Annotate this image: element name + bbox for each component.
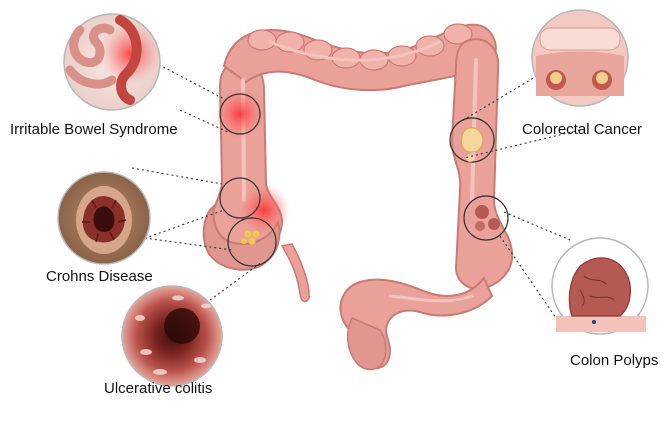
appendix — [282, 244, 309, 301]
label-colorectal-cancer: Colorectal Cancer — [522, 121, 642, 139]
crohns-inset — [58, 172, 150, 264]
label-ulcerative-colitis: Ulcerative colitis — [104, 380, 212, 398]
ibs-inset — [64, 14, 160, 110]
descending-colon — [452, 39, 512, 289]
ulcerative-inset — [122, 286, 222, 386]
label-colon-polyps: Colon Polyps — [570, 352, 658, 370]
label-irritable-bowel-syndrome: Irritable Bowel Syndrome — [10, 121, 178, 139]
label-crohns-disease: Crohns Disease — [46, 268, 153, 286]
ibs-marker — [214, 88, 266, 140]
cancer-inset — [532, 10, 628, 106]
polyps-inset — [552, 238, 648, 334]
